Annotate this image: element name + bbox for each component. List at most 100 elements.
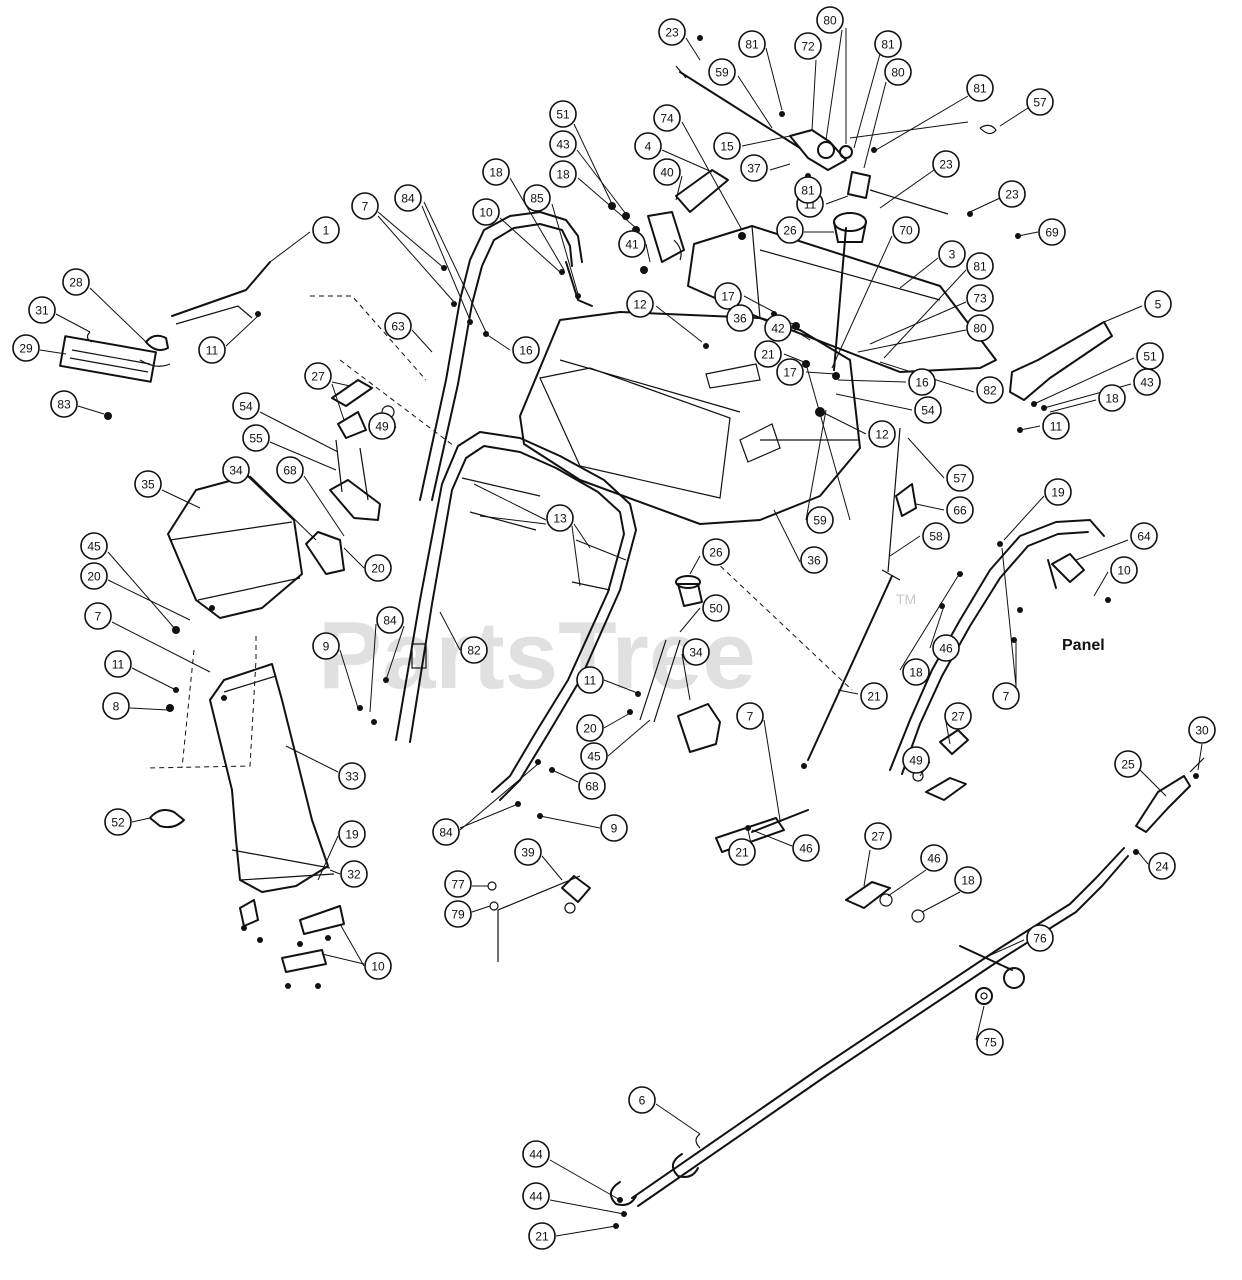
callout-label: 21 bbox=[735, 846, 749, 860]
callout-label: 81 bbox=[745, 38, 759, 52]
callout-c-63: 63 bbox=[384, 312, 412, 340]
callout-c-81a: 81 bbox=[738, 30, 766, 58]
callout-circle bbox=[28, 296, 56, 324]
callout-circle bbox=[794, 176, 822, 204]
callout-label: 15 bbox=[720, 140, 734, 154]
callout-circle bbox=[976, 376, 1004, 404]
callout-label: 19 bbox=[345, 828, 359, 842]
callout-circle bbox=[764, 314, 792, 342]
callout-label: 36 bbox=[807, 554, 821, 568]
callout-circle bbox=[702, 538, 730, 566]
callout-circle bbox=[472, 198, 500, 226]
callout-c-77: 77 bbox=[444, 870, 472, 898]
callout-label: 52 bbox=[111, 816, 125, 830]
callout-label: 7 bbox=[1003, 690, 1010, 704]
callout-c-73: 73 bbox=[966, 284, 994, 312]
callout-c-40: 40 bbox=[653, 158, 681, 186]
callout-c-10c: 10 bbox=[364, 952, 392, 980]
callout-c-80a: 80 bbox=[816, 6, 844, 34]
callout-label: 50 bbox=[709, 602, 723, 616]
long-shift-rod-part bbox=[631, 847, 1125, 1199]
callout-c-7d: 7 bbox=[736, 702, 764, 730]
callout-c-46a: 46 bbox=[932, 634, 960, 662]
callout-c-4: 4 bbox=[634, 132, 662, 160]
callout-label: 85 bbox=[530, 192, 544, 206]
callout-c-34a: 34 bbox=[222, 456, 250, 484]
callout-label: 82 bbox=[467, 644, 481, 658]
callout-label: 27 bbox=[311, 370, 325, 384]
callout-c-18d: 18 bbox=[902, 658, 930, 686]
callout-circle bbox=[84, 602, 112, 630]
callout-label: 18 bbox=[909, 666, 923, 680]
callout-c-80c: 80 bbox=[966, 314, 994, 342]
callout-circle bbox=[549, 160, 577, 188]
callout-label: 44 bbox=[529, 1190, 543, 1204]
callout-label: 81 bbox=[973, 82, 987, 96]
callout-circle bbox=[338, 820, 366, 848]
callout-label: 32 bbox=[347, 868, 361, 882]
callout-c-83: 83 bbox=[50, 390, 78, 418]
callout-circle bbox=[460, 636, 488, 664]
callout-c-72: 72 bbox=[794, 32, 822, 60]
callout-circle bbox=[528, 1222, 556, 1250]
callout-circle bbox=[384, 312, 412, 340]
callout-label: 23 bbox=[665, 26, 679, 40]
callout-label: 51 bbox=[1143, 350, 1157, 364]
callout-label: 44 bbox=[529, 1148, 543, 1162]
callout-label: 8 bbox=[113, 700, 120, 714]
callout-c-29: 29 bbox=[12, 334, 40, 362]
callout-circle bbox=[892, 216, 920, 244]
callout-label: 81 bbox=[881, 38, 895, 52]
callout-label: 1 bbox=[323, 224, 330, 238]
callout-c-23b: 23 bbox=[932, 150, 960, 178]
callout-label: 18 bbox=[489, 166, 503, 180]
callout-c-19b: 19 bbox=[338, 820, 366, 848]
callout-label: 54 bbox=[239, 400, 253, 414]
callout-c-11c: 11 bbox=[198, 336, 226, 364]
callout-label: 84 bbox=[439, 826, 453, 840]
callout-circle bbox=[1038, 218, 1066, 246]
callout-label: 26 bbox=[709, 546, 723, 560]
callout-circle bbox=[966, 74, 994, 102]
knob-part bbox=[833, 212, 867, 232]
callout-c-8: 8 bbox=[102, 692, 130, 720]
callout-label: 79 bbox=[451, 908, 465, 922]
callout-c-49a: 49 bbox=[368, 412, 396, 440]
callout-label: 11 bbox=[584, 674, 597, 688]
callout-c-34b: 34 bbox=[682, 638, 710, 666]
callout-label: 63 bbox=[391, 320, 405, 334]
callout-c-79: 79 bbox=[444, 900, 472, 928]
callout-label: 11 bbox=[1050, 420, 1063, 434]
callout-c-81b: 81 bbox=[874, 30, 902, 58]
callout-c-33: 33 bbox=[338, 762, 366, 790]
bushing-part bbox=[715, 817, 785, 853]
callout-circle bbox=[364, 554, 392, 582]
callout-label: 74 bbox=[660, 112, 674, 126]
callout-circle bbox=[549, 100, 577, 128]
callout-circle bbox=[80, 562, 108, 590]
callout-circle bbox=[80, 532, 108, 560]
callout-circle bbox=[523, 184, 551, 212]
callout-circle bbox=[62, 268, 90, 296]
callout-circle bbox=[351, 192, 379, 220]
callout-c-18b: 18 bbox=[1098, 384, 1126, 412]
callout-label: 45 bbox=[87, 540, 101, 554]
callout-label: 36 bbox=[733, 312, 747, 326]
callout-c-57b: 57 bbox=[946, 464, 974, 492]
callout-c-18e: 18 bbox=[954, 866, 982, 894]
callout-label: 46 bbox=[799, 842, 813, 856]
callout-circle bbox=[800, 546, 828, 574]
upper-handle-right-part bbox=[889, 519, 1105, 771]
callout-label: 58 bbox=[929, 530, 943, 544]
callout-label: 25 bbox=[1121, 758, 1135, 772]
callout-c-18a: 18 bbox=[549, 160, 577, 188]
callout-c-43b: 43 bbox=[1133, 368, 1161, 396]
callout-circle bbox=[102, 692, 130, 720]
callout-c-45b: 45 bbox=[580, 742, 608, 770]
callout-label: 23 bbox=[1005, 188, 1019, 202]
callout-c-49b: 49 bbox=[902, 746, 930, 774]
callout-label: 34 bbox=[229, 464, 243, 478]
callout-c-46c: 46 bbox=[920, 844, 948, 872]
callout-c-50: 50 bbox=[702, 594, 730, 622]
callout-c-31: 31 bbox=[28, 296, 56, 324]
